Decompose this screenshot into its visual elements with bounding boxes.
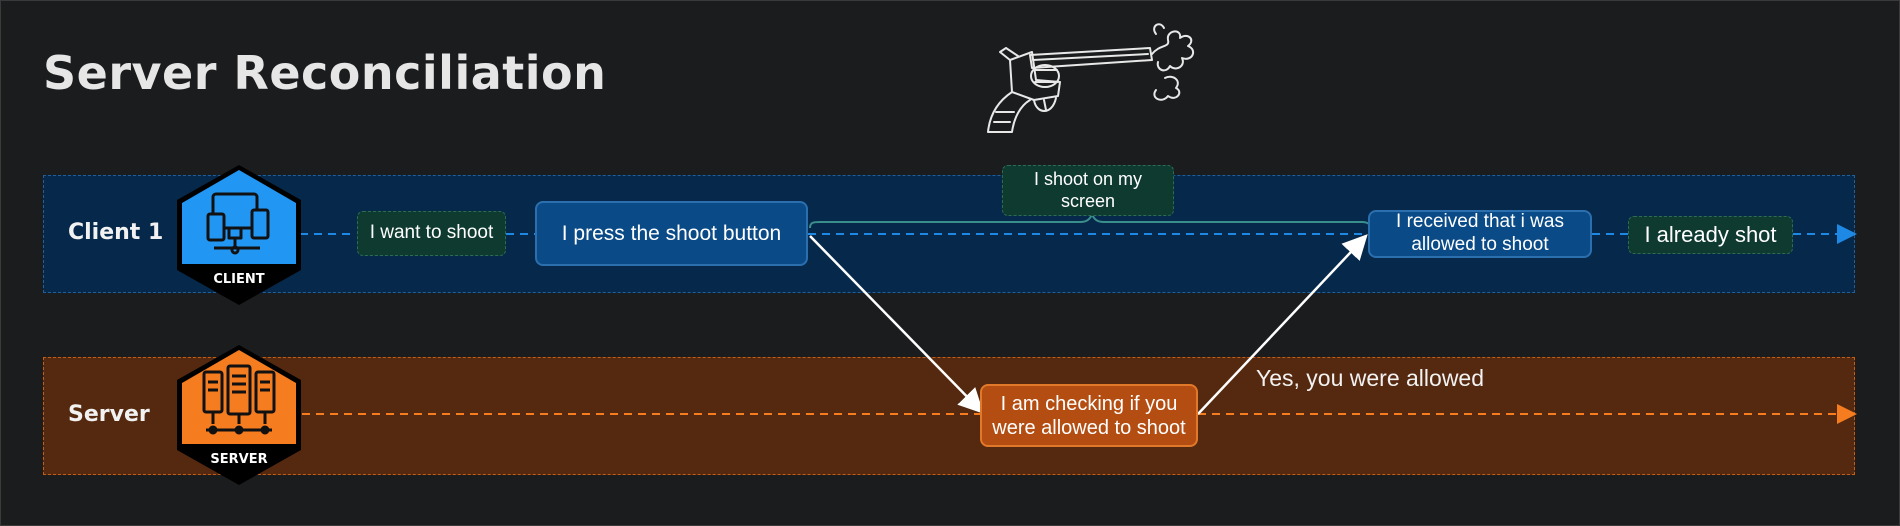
shoot-screen-brace (809, 210, 1371, 229)
step-want-to-shoot: I want to shoot (357, 211, 506, 256)
client-lane-label: Client 1 (68, 220, 164, 245)
arrow-to-client (1197, 234, 1368, 415)
server-badge-caption: SERVER (210, 452, 268, 467)
client-badge: CLIENT (174, 162, 304, 308)
step-shoot-on-screen: I shoot on my screen (1002, 165, 1174, 216)
server-badge: SERVER (174, 342, 304, 488)
step-press-shoot-button: I press the shoot button (535, 201, 808, 266)
step-received-allowed: I received that i was allowed to shoot (1368, 210, 1592, 258)
devices-icon (206, 192, 270, 255)
server-reply-label: Yes, you were allowed (1256, 365, 1485, 391)
server-lane-label: Server (68, 402, 150, 427)
server-rack-icon (202, 364, 276, 435)
arrow-to-server (809, 235, 984, 414)
step-server-checking: I am checking if you were allowed to sho… (980, 384, 1198, 447)
step-already-shot: I already shot (1628, 216, 1793, 254)
diagram-title: Server Reconciliation (43, 46, 607, 100)
client-badge-caption: CLIENT (213, 272, 265, 287)
